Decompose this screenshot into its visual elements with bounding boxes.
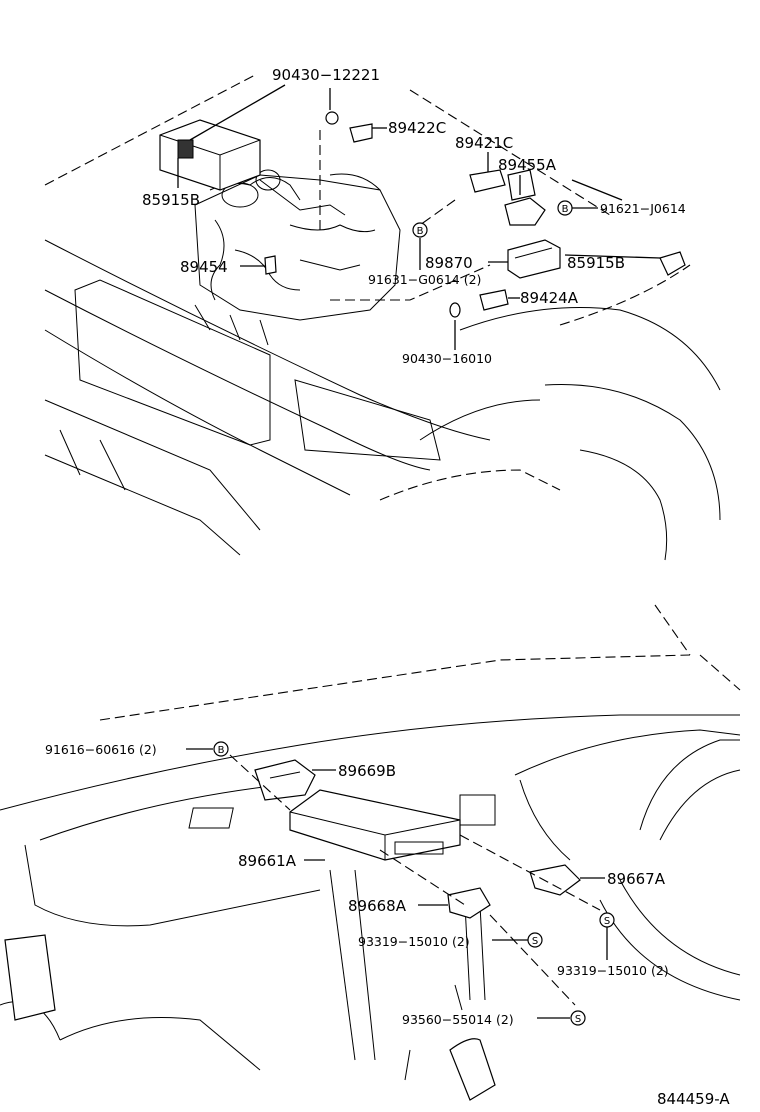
part-label-91616-60616: 91616−60616 (2)	[45, 742, 157, 757]
part-label-89668a: 89668A	[348, 897, 407, 915]
part-label-85915b-right: 85915B	[567, 254, 625, 272]
top-symbols: B B	[417, 204, 569, 237]
part-label-93319-15010-right: 93319−15010 (2)	[557, 963, 669, 978]
screw-symbol-s: S	[604, 916, 610, 927]
part-label-91621-j0614: 91621−J0614	[600, 201, 686, 216]
top-part-labels: 90430−12221 89422C 89421C 89455A 91621−J…	[142, 66, 686, 366]
part-label-93560-55014: 93560−55014 (2)	[402, 1012, 514, 1027]
screw-symbol-s: S	[532, 936, 538, 947]
top-leader-lines	[177, 84, 661, 350]
engine-bay-illustration	[44, 74, 721, 561]
bottom-part-labels: 91616−60616 (2) 89669B 89661A 89667A 896…	[45, 742, 669, 1027]
part-label-89661a: 89661A	[238, 852, 297, 870]
part-label-89454: 89454	[180, 258, 228, 276]
part-label-91631-g0614: 91631−G0614 (2)	[368, 272, 481, 287]
part-label-90430-16010: 90430−16010	[402, 351, 492, 366]
part-label-85915b-left: 85915B	[142, 191, 200, 209]
screw-symbol-s: S	[575, 1014, 581, 1025]
bottom-symbols: B S S S	[213, 741, 615, 1026]
part-label-89870: 89870	[425, 254, 473, 272]
part-label-89455a: 89455A	[498, 156, 557, 174]
bolt-symbol-b: B	[417, 226, 424, 237]
part-label-93319-15010-left: 93319−15010 (2)	[358, 934, 470, 949]
part-label-90430-12221: 90430−12221	[272, 66, 380, 84]
diagram-id: 844459-A	[657, 1090, 730, 1108]
part-label-89421c: 89421C	[455, 134, 513, 152]
bolt-symbol-b: B	[218, 745, 225, 756]
bottom-leader-lines	[186, 748, 608, 1019]
part-label-89424a: 89424A	[520, 289, 579, 307]
part-label-89667a: 89667A	[607, 870, 666, 888]
part-label-89422c: 89422C	[388, 119, 446, 137]
bolt-symbol-b: B	[562, 204, 569, 215]
dashboard-illustration	[0, 604, 741, 1101]
part-label-89669b: 89669B	[338, 762, 396, 780]
